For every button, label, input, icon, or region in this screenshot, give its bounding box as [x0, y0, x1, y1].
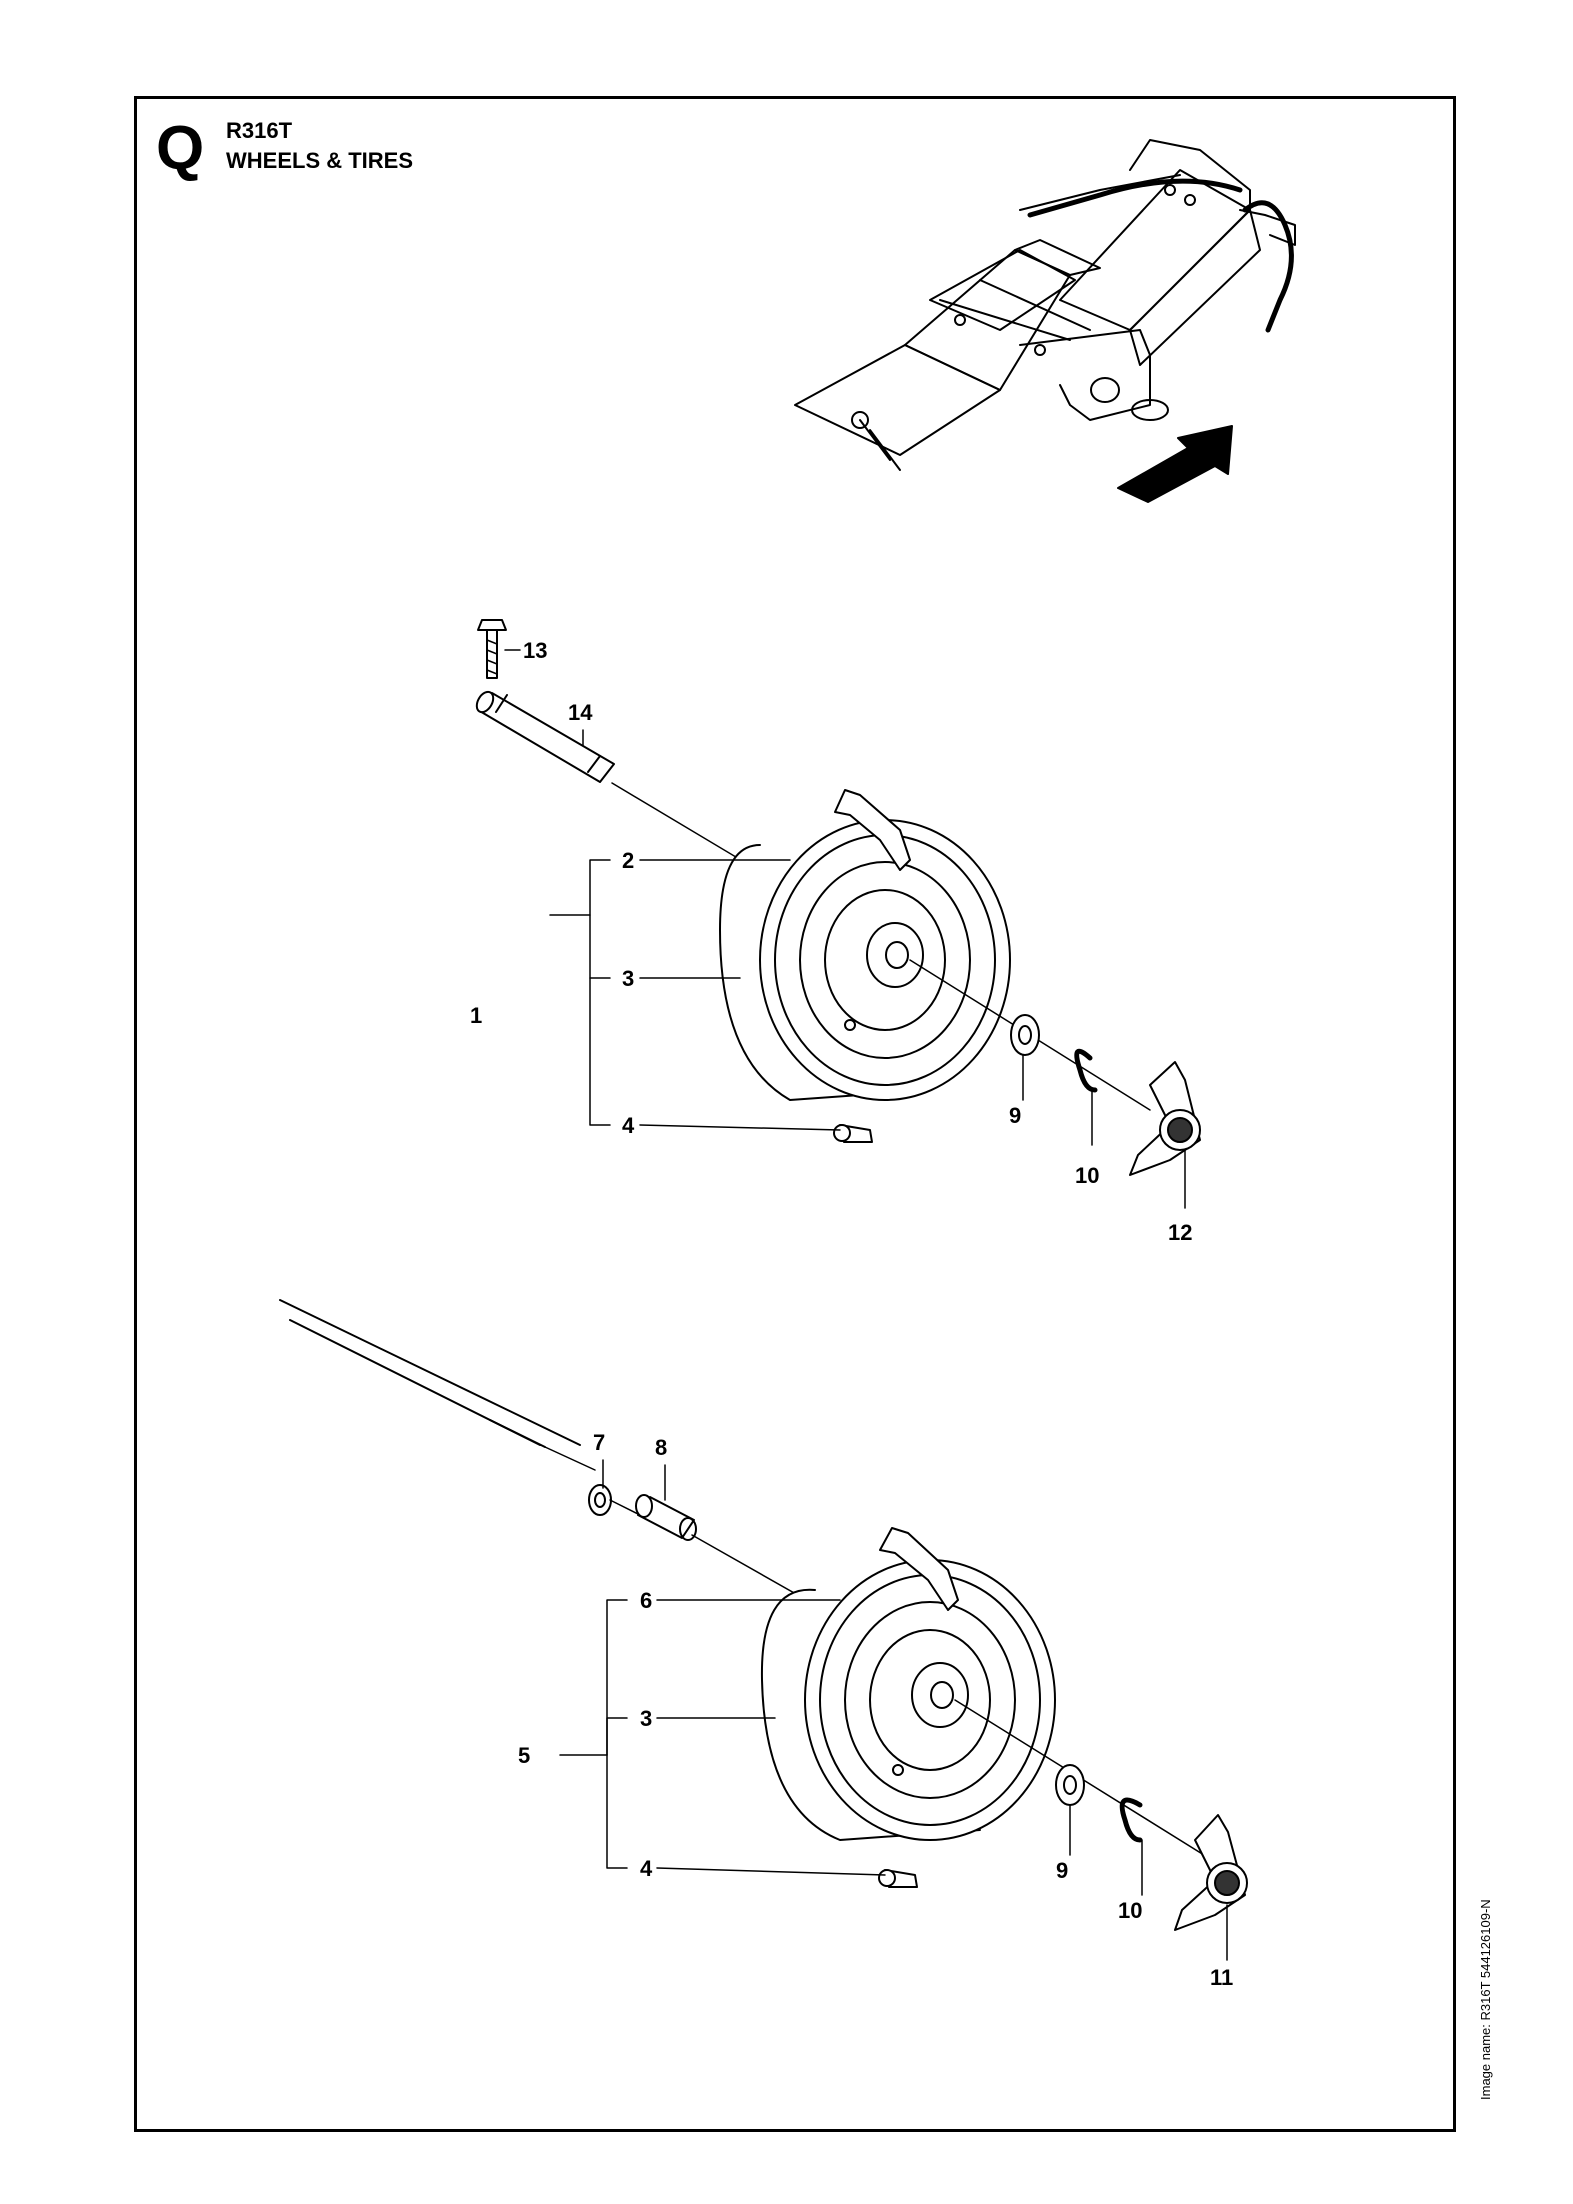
diagram-frame — [134, 96, 1456, 2132]
callout-3b: 3 — [640, 1706, 652, 1731]
callout-10b: 10 — [1118, 1898, 1142, 1923]
washer-part-9 — [1010, 1014, 1040, 1056]
lower-wheel-part-5 — [760, 1527, 1056, 1841]
section-title: WHEELS & TIRES — [226, 148, 414, 173]
callout-10: 10 — [1075, 1163, 1099, 1188]
callout-5: 5 — [518, 1743, 530, 1768]
e-clip-part-10b — [1119, 1797, 1143, 1843]
valve-part-4b — [878, 1869, 918, 1888]
spacer-part-8 — [635, 1494, 697, 1541]
callout-9: 9 — [1009, 1103, 1021, 1128]
callout-4b: 4 — [640, 1856, 653, 1881]
hub-cap-part-11 — [1174, 1814, 1248, 1931]
rear-bolt-part-13 — [477, 619, 507, 679]
callout-14: 14 — [568, 700, 593, 725]
rear-axle-shaft — [279, 1299, 596, 1471]
callout-2: 2 — [622, 848, 634, 873]
model-number: R316T — [226, 118, 293, 143]
tractor-frame-illustration — [794, 139, 1296, 471]
callout-12: 12 — [1168, 1220, 1192, 1245]
callout-8: 8 — [655, 1435, 667, 1460]
section-letter: Q — [156, 114, 205, 183]
callout-11: 11 — [1210, 1965, 1233, 1990]
washer-part-7 — [588, 1484, 612, 1516]
callout-1: 1 — [470, 1003, 482, 1028]
leader-lines — [504, 649, 1228, 1961]
callout-9b: 9 — [1056, 1858, 1068, 1883]
view-direction-arrow — [1117, 425, 1233, 503]
upper-wheel-part-1 — [719, 789, 1011, 1101]
callout-3: 3 — [622, 966, 634, 991]
hub-cap-part-12 — [1129, 1061, 1201, 1176]
callout-13: 13 — [523, 638, 547, 663]
callout-6: 6 — [640, 1588, 652, 1613]
washer-part-9b — [1055, 1764, 1085, 1806]
callout-7: 7 — [593, 1430, 605, 1455]
e-clip-part-10 — [1074, 1048, 1098, 1093]
callout-4: 4 — [622, 1113, 635, 1138]
axle-spacer-part-14 — [475, 690, 615, 783]
valve-part-4a — [833, 1124, 873, 1143]
